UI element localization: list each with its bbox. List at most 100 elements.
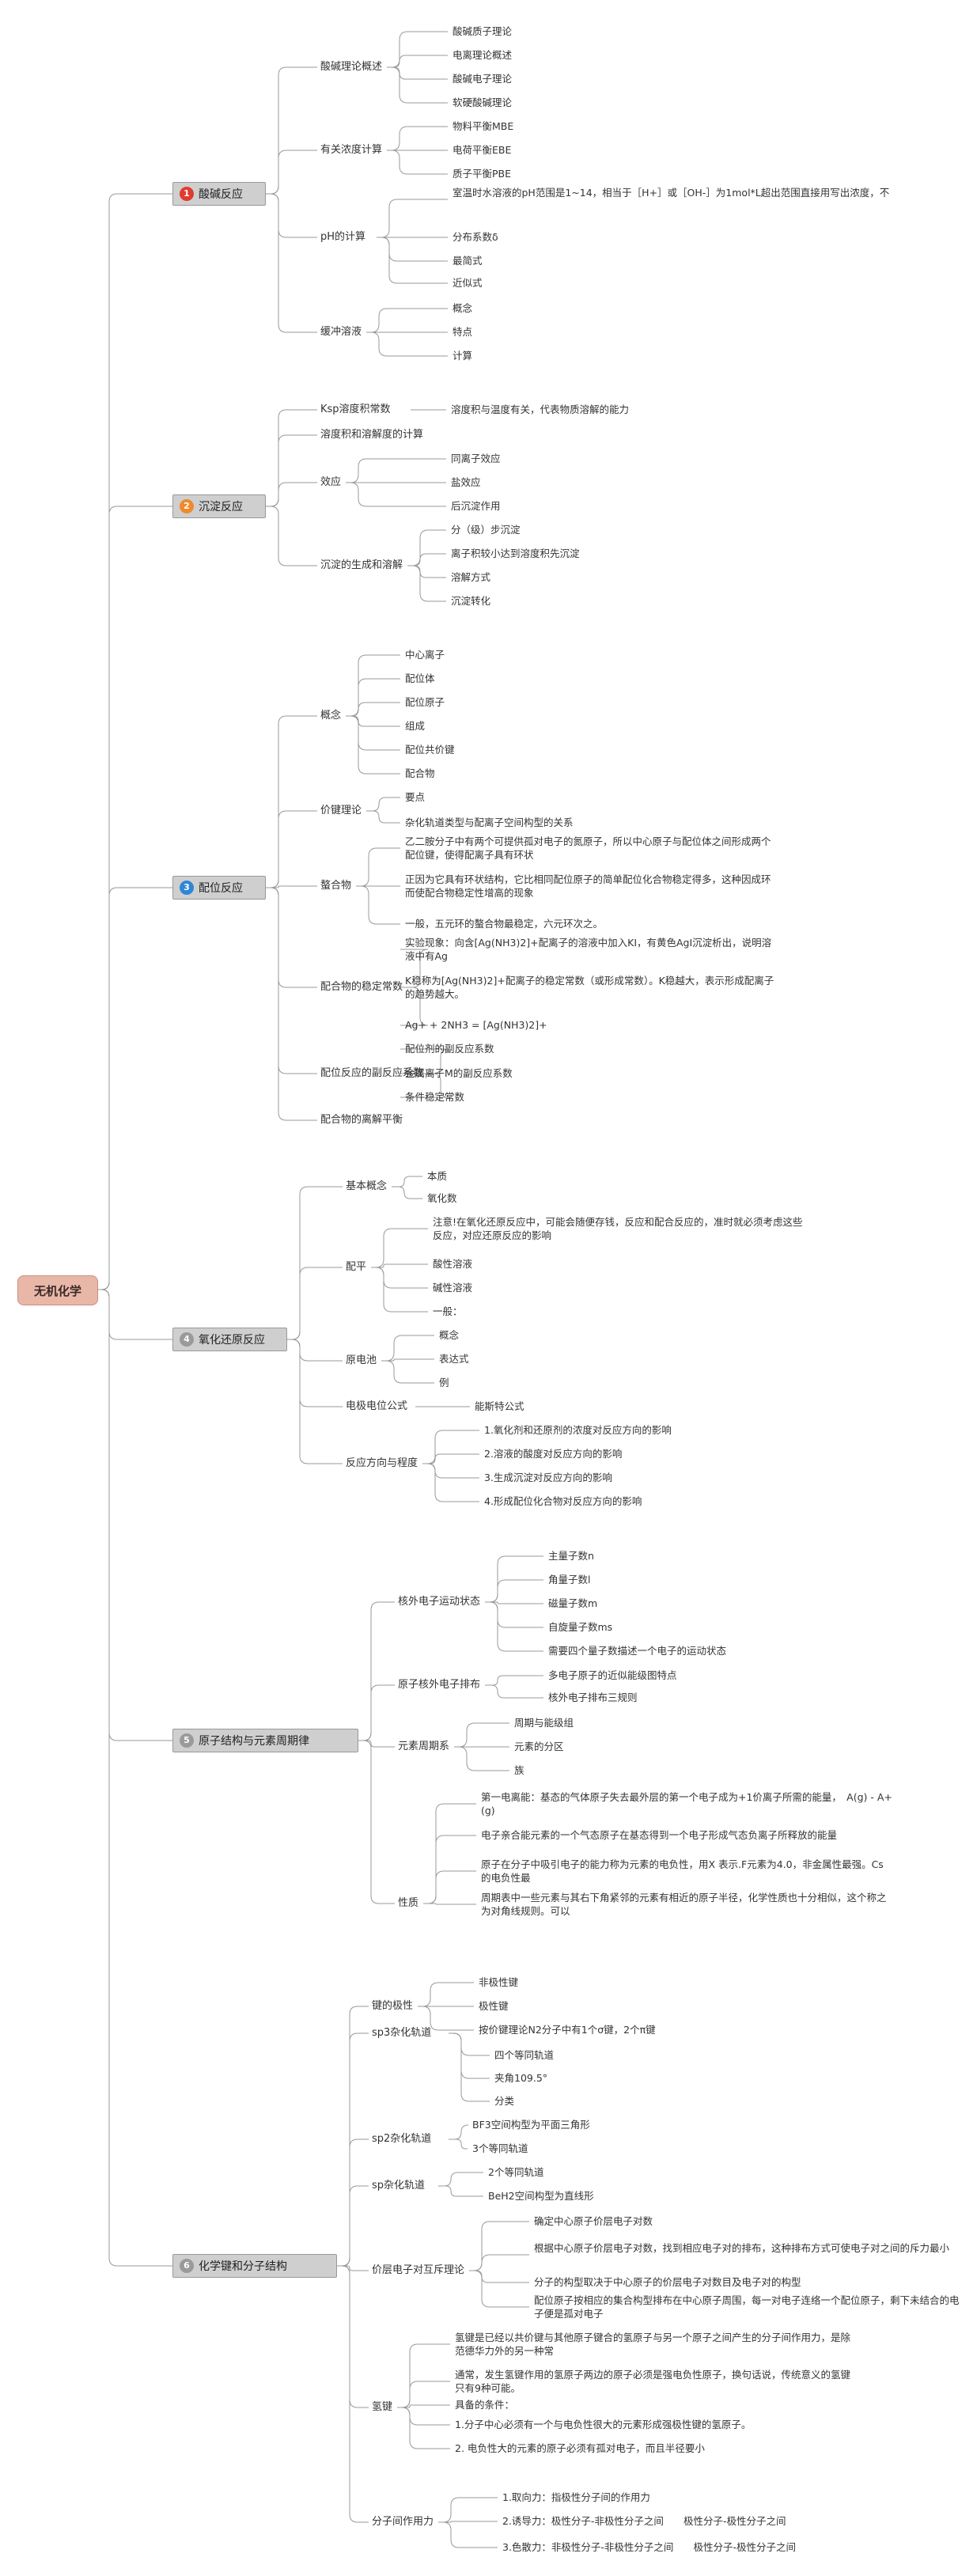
leaf-item[interactable]: 本质 bbox=[427, 1170, 448, 1182]
leaf-item[interactable]: 核外电子排布三规则 bbox=[548, 1691, 638, 1703]
subtopic[interactable]: 概念 bbox=[320, 710, 342, 722]
leaf-item[interactable]: 根据中心原子价层电子对数，找到相应电子对的排布，这种排布方式可使电子对之间的斥力… bbox=[534, 2242, 950, 2254]
subtopic[interactable]: 核外电子运动状态 bbox=[398, 1596, 481, 1608]
subtopic[interactable]: Ksp溶度积常数 bbox=[320, 403, 391, 415]
leaf-item[interactable]: 电子亲合能元素的一个气态原子在基态得到一个电子形成气态负离子所释放的能量 bbox=[481, 1829, 838, 1841]
leaf-item[interactable]: 分子的构型取决于中心原子的价层电子对数目及电子对的构型 bbox=[534, 2276, 801, 2288]
leaf-item[interactable]: 近似式 bbox=[453, 277, 483, 289]
leaf-item[interactable]: 金属离子M的副反应系数 bbox=[405, 1067, 513, 1079]
leaf-item[interactable]: 最简式 bbox=[453, 255, 483, 267]
leaf-item[interactable]: 2.诱导力：极性分子-非极性分子之间 极性分子-极性分子之间 bbox=[502, 2515, 786, 2527]
leaf-item[interactable]: 极性键 bbox=[479, 2000, 509, 2012]
leaf-item[interactable]: 酸碱电子理论 bbox=[453, 73, 513, 85]
subtopic[interactable]: 价键理论 bbox=[320, 805, 362, 816]
leaf-item[interactable]: 注意!在氧化还原反应中，可能会随便存钱，反应和配合反应的，准时就必须考虑这些反应… bbox=[433, 1216, 803, 1241]
leaf-item[interactable]: 2个等同轨道 bbox=[488, 2166, 544, 2178]
leaf-item[interactable]: 3个等同轨道 bbox=[472, 2142, 528, 2154]
leaf-item[interactable]: 盐效应 bbox=[451, 476, 481, 488]
subtopic[interactable]: 配平 bbox=[346, 1261, 367, 1273]
subtopic[interactable]: sp3杂化轨道 bbox=[372, 2027, 432, 2039]
leaf-item[interactable]: 例 bbox=[439, 1377, 449, 1388]
leaf-item[interactable]: 按价键理论N2分子中有1个σ键，2个π键 bbox=[479, 2024, 656, 2036]
subtopic[interactable]: 螯合物 bbox=[320, 880, 352, 892]
leaf-item[interactable]: 概念 bbox=[453, 302, 473, 314]
leaf-item[interactable]: 碱性溶液 bbox=[433, 1282, 473, 1294]
subtopic[interactable]: sp2杂化轨道 bbox=[372, 2133, 432, 2145]
leaf-item[interactable]: 具备的条件： bbox=[455, 2399, 515, 2411]
leaf-item[interactable]: 室温时水溶液的pH范围是1~14，相当于［H+］或［OH-］为1mol*L超出范… bbox=[453, 187, 890, 199]
leaf-item[interactable]: 配位原子按相应的集合构型排布在中心原子周围，每一对电子连络一个配位原子，剩下未结… bbox=[534, 2294, 960, 2320]
leaf-item[interactable]: 3.生成沉淀对反应方向的影响 bbox=[484, 1472, 612, 1483]
leaf-item[interactable]: 2.溶液的酸度对反应方向的影响 bbox=[484, 1448, 623, 1460]
leaf-item[interactable]: 通常，发生氢键作用的氢原子两边的原子必须是强电负性原子，换句话说，传统意义的氢键… bbox=[455, 2369, 851, 2394]
leaf-item[interactable]: 溶解方式 bbox=[451, 571, 491, 583]
leaf-item[interactable]: 酸性溶液 bbox=[433, 1258, 473, 1270]
leaf-item[interactable]: 正因为它具有环状结构，它比相同配位原子的简单配位化合物稳定得多，这种因成环而使配… bbox=[405, 873, 771, 899]
subtopic[interactable]: 酸碱理论概述 bbox=[320, 61, 383, 73]
leaf-item[interactable]: 电离理论概述 bbox=[453, 49, 513, 61]
leaf-item[interactable]: Ag+ + 2NH3 = [Ag(NH3)2]+ bbox=[405, 1019, 547, 1031]
subtopic[interactable]: 原子核外电子排布 bbox=[398, 1679, 481, 1691]
leaf-item[interactable]: 后沉淀作用 bbox=[451, 500, 501, 512]
subtopic[interactable]: 反应方向与程度 bbox=[346, 1457, 418, 1469]
leaf-item[interactable]: 中心离子 bbox=[405, 649, 445, 661]
leaf-item[interactable]: 组成 bbox=[405, 720, 426, 732]
subtopic[interactable]: 性质 bbox=[398, 1897, 419, 1909]
leaf-item[interactable]: 配位共价键 bbox=[405, 744, 455, 756]
leaf-item[interactable]: 多电子原子的近似能级图特点 bbox=[548, 1669, 677, 1681]
leaf-item[interactable]: 概念 bbox=[439, 1329, 460, 1341]
leaf-item[interactable]: 分类 bbox=[494, 2095, 515, 2107]
leaf-item[interactable]: 分布系数δ bbox=[453, 231, 498, 243]
leaf-item[interactable]: 2. 电负性大的元素的原子必须有孤对电子，而且半径要小 bbox=[455, 2442, 705, 2454]
leaf-item[interactable]: 4.形成配位化合物对反应方向的影响 bbox=[484, 1495, 642, 1507]
leaf-item[interactable]: 氧化数 bbox=[427, 1192, 457, 1204]
leaf-item[interactable]: 特点 bbox=[453, 326, 473, 338]
subtopic[interactable]: 沉淀的生成和溶解 bbox=[320, 559, 403, 571]
leaf-item[interactable]: 配位剂的副反应系数 bbox=[405, 1043, 494, 1055]
leaf-item[interactable]: 一般，五元环的螯合物最稳定，六元环次之。 bbox=[405, 918, 604, 930]
leaf-item[interactable]: 酸碱质子理论 bbox=[453, 25, 513, 37]
leaf-item[interactable]: BeH2空间构型为直线形 bbox=[488, 2190, 594, 2202]
leaf-item[interactable]: 四个等同轨道 bbox=[494, 2049, 555, 2061]
subtopic[interactable]: 价层电子对互斥理论 bbox=[372, 2264, 465, 2276]
leaf-item[interactable]: 1.取向力：指极性分子间的作用力 bbox=[502, 2491, 650, 2503]
leaf-item[interactable]: 周期与能级组 bbox=[514, 1717, 574, 1729]
leaf-item[interactable]: 条件稳定常数 bbox=[405, 1091, 465, 1103]
leaf-item[interactable]: 杂化轨道类型与配离子空间构型的关系 bbox=[405, 816, 574, 828]
subtopic[interactable]: pH的计算 bbox=[320, 231, 366, 243]
subtopic[interactable]: 氢键 bbox=[372, 2401, 393, 2413]
leaf-item[interactable]: 原子在分子中吸引电子的能力称为元素的电负性，用X 表示.F元素为4.0，非金属性… bbox=[481, 1858, 884, 1884]
leaf-item[interactable]: 溶度积与温度有关，代表物质溶解的能力 bbox=[451, 403, 630, 415]
leaf-item[interactable]: 元素的分区 bbox=[514, 1741, 564, 1752]
leaf-item[interactable]: 电荷平衡EBE bbox=[453, 144, 512, 156]
subtopic[interactable]: sp杂化轨道 bbox=[372, 2180, 426, 2191]
leaf-item[interactable]: 要点 bbox=[405, 791, 426, 803]
leaf-item[interactable]: 1.氧化剂和还原剂的浓度对反应方向的影响 bbox=[484, 1424, 672, 1436]
subtopic[interactable]: 元素周期系 bbox=[398, 1741, 450, 1752]
leaf-item[interactable]: 第一电离能：基态的气体原子失去最外层的第一个电子成为+1价离子所需的能量， A(… bbox=[481, 1791, 892, 1816]
leaf-item[interactable]: 乙二胺分子中有两个可提供孤对电子的氮原子，所以中心原子与配位体之间形成两个配位键… bbox=[405, 835, 771, 861]
leaf-item[interactable]: 磁量子数m bbox=[548, 1597, 598, 1609]
subtopic[interactable]: 分子间作用力 bbox=[372, 2516, 434, 2528]
leaf-item[interactable]: 自旋量子数ms bbox=[548, 1621, 613, 1633]
leaf-item[interactable]: 需要四个量子数描述一个电子的运动状态 bbox=[548, 1645, 727, 1657]
root-node[interactable]: 无机化学 bbox=[17, 1275, 98, 1305]
leaf-item[interactable]: 配合物 bbox=[405, 767, 435, 779]
subtopic[interactable]: 有关浓度计算 bbox=[320, 144, 383, 156]
leaf-item[interactable]: 3.色散力：非极性分子-非极性分子之间 极性分子-极性分子之间 bbox=[502, 2541, 796, 2553]
subtopic[interactable]: 配位反应的副反应系数 bbox=[320, 1067, 424, 1079]
subtopic[interactable]: 配合物的离解平衡 bbox=[320, 1114, 403, 1126]
leaf-item[interactable]: 族 bbox=[514, 1764, 524, 1776]
leaf-item[interactable]: 1.分子中心必须有一个与电负性很大的元素形成强极性键的氢原子。 bbox=[455, 2419, 752, 2430]
leaf-item[interactable]: 沉淀转化 bbox=[451, 595, 491, 607]
leaf-item[interactable]: 配位原子 bbox=[405, 696, 445, 708]
leaf-item[interactable]: 配位体 bbox=[405, 672, 435, 684]
subtopic[interactable]: 原电池 bbox=[346, 1354, 377, 1366]
leaf-item[interactable]: 夹角109.5° bbox=[494, 2072, 548, 2084]
subtopic[interactable]: 效应 bbox=[320, 476, 342, 488]
